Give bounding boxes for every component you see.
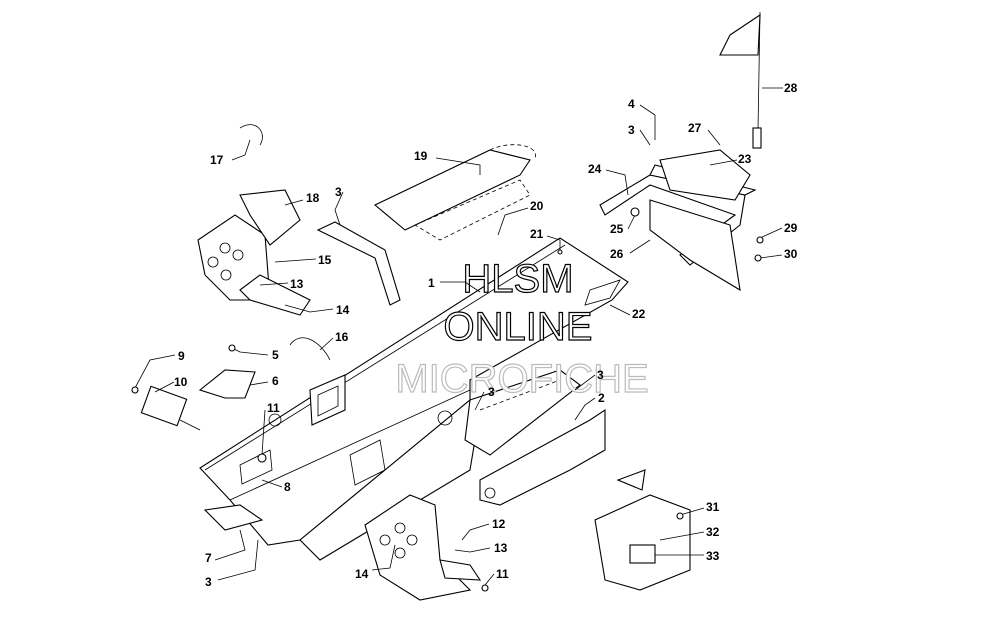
callout-25: 25 <box>610 222 624 236</box>
cable <box>289 337 331 361</box>
watermark-line2: ONLINE <box>444 305 593 349</box>
callout-31: 31 <box>706 500 720 514</box>
callout-23: 23 <box>738 152 752 166</box>
callout-3-center: 3 <box>488 385 495 399</box>
callout-28: 28 <box>784 81 798 95</box>
callout-20: 20 <box>530 199 544 213</box>
callout-32: 32 <box>706 525 720 539</box>
callout-10: 10 <box>174 375 188 389</box>
callout-33: 33 <box>706 549 720 563</box>
lower-shield <box>364 494 482 601</box>
callout-5: 5 <box>272 348 279 362</box>
callout-17: 17 <box>210 153 224 167</box>
callout-21: 21 <box>530 227 544 241</box>
callout-9: 9 <box>178 349 185 363</box>
bracket-13-upper <box>239 274 311 316</box>
center-skid-plate <box>464 369 581 456</box>
callout-19: 19 <box>414 149 428 163</box>
bracket-6 <box>198 369 256 399</box>
bracket-7 <box>203 504 264 531</box>
rectifier <box>140 385 201 431</box>
fasteners <box>131 207 764 592</box>
callout-16: 16 <box>335 330 349 344</box>
watermark-line1: HLSM <box>462 257 573 301</box>
callout-3-bottom: 3 <box>205 575 212 589</box>
strut-arm <box>316 221 401 306</box>
callout-12: 12 <box>492 517 506 531</box>
callout-7: 7 <box>205 551 212 565</box>
callout-6: 6 <box>272 374 279 388</box>
callout-26: 26 <box>610 247 624 261</box>
left-shield <box>197 214 271 301</box>
callouts: 1 2 3 3 3 3 3 4 5 6 7 8 9 10 11 11 12 <box>134 81 798 589</box>
callout-3-skid: 3 <box>597 368 604 382</box>
tunnel-brace <box>373 144 536 231</box>
side-plate <box>479 408 606 506</box>
callout-27: 27 <box>688 121 702 135</box>
callout-13-lower: 13 <box>494 541 508 555</box>
callout-15: 15 <box>318 253 332 267</box>
belt-cover <box>594 469 691 591</box>
callout-14-lower: 14 <box>355 567 369 581</box>
callout-29: 29 <box>784 221 798 235</box>
callout-2: 2 <box>598 391 605 405</box>
mud-flap <box>649 199 741 292</box>
callout-30: 30 <box>784 247 798 261</box>
watermark-line3: MICROFICHE <box>395 357 648 401</box>
bracket-18 <box>239 189 301 246</box>
callout-22: 22 <box>632 307 646 321</box>
flap-23 <box>659 149 751 201</box>
callout-1: 1 <box>428 276 435 290</box>
callout-14-upper: 14 <box>336 303 350 317</box>
watermark: HLSM ONLINE MICROFICHE <box>395 256 650 401</box>
callout-3-right: 3 <box>628 123 635 137</box>
callout-24: 24 <box>588 162 602 176</box>
clamp-band <box>239 124 263 146</box>
callout-18: 18 <box>306 191 320 205</box>
callout-13-upper: 13 <box>290 277 304 291</box>
flag <box>719 11 762 149</box>
callout-11-upper: 11 <box>267 401 280 415</box>
callout-11-lower: 11 <box>496 567 509 581</box>
callout-3-top: 3 <box>335 185 342 199</box>
callout-8: 8 <box>284 480 291 494</box>
callout-4: 4 <box>628 97 635 111</box>
